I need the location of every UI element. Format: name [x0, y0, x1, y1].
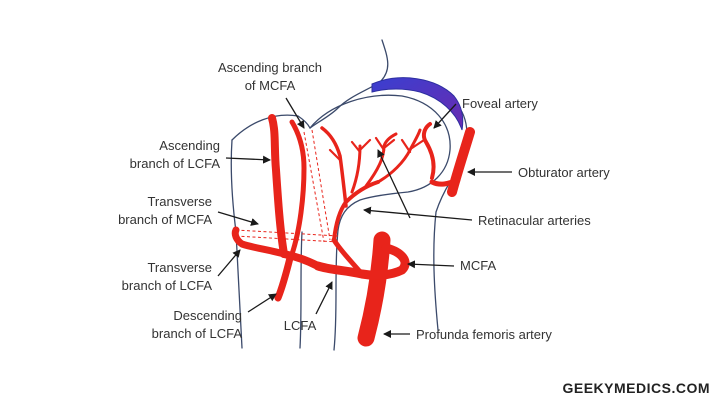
label-obturator: Obturator artery — [518, 165, 610, 180]
arrow-retinacular-a — [363, 206, 473, 221]
label-trans-lcfa-line1: Transverse — [147, 260, 212, 275]
retinacular-twigs — [328, 136, 426, 162]
femoral-head-outline — [309, 94, 451, 231]
pelvis-outline — [391, 81, 468, 331]
label-desc-lcfa-line1: Descending — [173, 308, 242, 323]
profunda-femoris-artery — [357, 231, 391, 347]
arrow-trans-lcfa — [217, 249, 241, 277]
obturator-artery-vessel — [447, 127, 475, 197]
label-mcfa: MCFA — [460, 258, 496, 273]
label-asc-mcfa-line1: Ascending branch — [218, 60, 322, 75]
dashed-anastomoses — [235, 129, 339, 243]
acetabular-cartilage — [371, 77, 464, 131]
label-asc-lcfa-line1: Ascending — [159, 138, 220, 153]
arrow-lcfa — [315, 281, 333, 315]
label-trans-lcfa-line2: branch of LCFA — [122, 278, 213, 293]
ascending-branch-lcfa — [268, 114, 288, 258]
label-asc-mcfa-line2: of MCFA — [245, 78, 296, 93]
label-trans-mcfa-line2: branch of MCFA — [118, 212, 212, 227]
labels: Ascending branch of MCFA Ascending branc… — [118, 60, 610, 342]
retinacular-artery-1 — [320, 126, 348, 208]
retinacular-artery-4 — [376, 128, 422, 184]
obturator-branch — [429, 177, 461, 187]
transverse-branch-lcfa — [231, 226, 288, 258]
arrow-mcfa — [407, 260, 455, 269]
foveal-artery-vessel — [421, 122, 436, 180]
label-lcfa: LCFA — [284, 318, 317, 333]
label-desc-lcfa-line2: branch of LCFA — [152, 326, 243, 341]
retinacular-artery-3 — [364, 132, 398, 188]
greater-trochanter-outline — [231, 114, 311, 141]
retinacular-artery-2 — [350, 144, 362, 194]
arrow-foveal — [433, 103, 457, 129]
label-asc-lcfa-line2: branch of LCFA — [130, 156, 221, 171]
label-foveal: Foveal artery — [462, 96, 538, 111]
label-profunda: Profunda femoris artery — [416, 327, 552, 342]
ascending-branch-mcfa — [289, 119, 307, 257]
shaft-medial-outline — [299, 231, 303, 349]
pointer-arrows — [217, 97, 512, 338]
label-retinacular: Retinacular arteries — [478, 213, 591, 228]
brand-watermark: GEEKYMEDICS.COM — [562, 380, 710, 396]
arteries — [231, 114, 475, 347]
acetabulum-outline — [309, 39, 389, 129]
transverse-branch-mcfa — [331, 237, 365, 277]
arrow-desc-lcfa — [247, 293, 277, 313]
arrow-trans-mcfa — [217, 211, 259, 226]
arrow-retinacular-b — [377, 149, 411, 219]
arrow-asc-lcfa — [225, 155, 271, 164]
label-trans-mcfa-line1: Transverse — [147, 194, 212, 209]
descending-branch-lcfa — [274, 254, 294, 302]
arrow-asc-mcfa — [285, 97, 305, 129]
mcfa-artery — [313, 243, 410, 280]
